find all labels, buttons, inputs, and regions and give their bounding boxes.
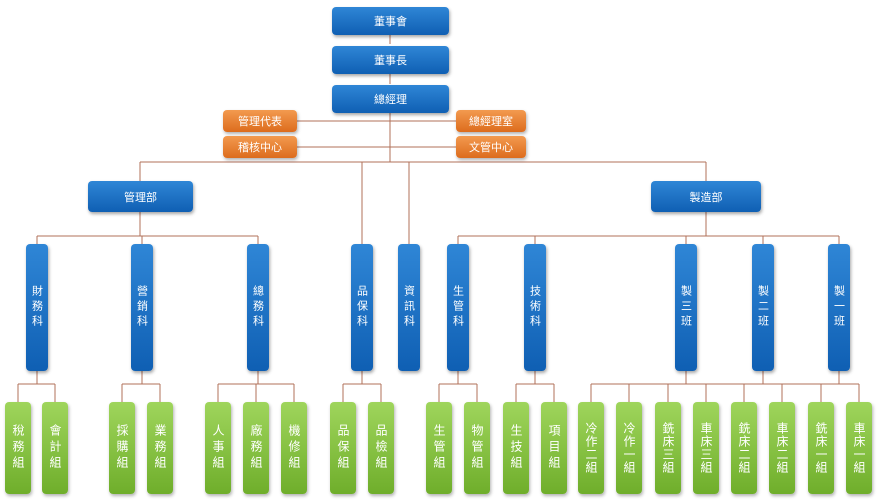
team1-section-box: 製一班	[828, 244, 850, 371]
qc-group-box: 品檢組	[368, 402, 394, 494]
team2-section-label: 製二班	[756, 285, 770, 330]
team3-section-label: 製三班	[679, 285, 693, 330]
cold-work-1-group-box: 冷作一組	[616, 402, 642, 494]
management-rep-box: 管理代表	[223, 110, 297, 132]
factory-affairs-group-label: 廠務組	[249, 424, 263, 472]
tax-group-box: 稅務組	[5, 402, 31, 494]
chairman-label: 董事長	[374, 54, 407, 67]
finance-section-label: 財務科	[30, 285, 44, 330]
it-section-label: 資訊科	[402, 285, 416, 330]
audit-center-box: 稽核中心	[223, 136, 297, 158]
team1-section-label: 製一班	[832, 285, 846, 330]
cold-work-2-group-label: 冷作二組	[584, 422, 598, 474]
technical-section-box: 技術科	[524, 244, 546, 371]
lathe-2-group-label: 車床二組	[775, 422, 789, 474]
accounting-group-box: 會計組	[42, 402, 68, 494]
manufacturing-division-box: 製造部	[651, 181, 761, 212]
milling-2-group-box: 銑床二組	[731, 402, 757, 494]
general-manager-box: 總經理	[332, 85, 449, 113]
materials-group-label: 物管組	[470, 424, 484, 472]
gm-office-label: 總經理室	[469, 115, 513, 128]
doc-center-box: 文管中心	[456, 136, 526, 158]
team3-section-box: 製三班	[675, 244, 697, 371]
tax-group-label: 稅務組	[11, 424, 25, 472]
doc-center-label: 文管中心	[469, 141, 513, 154]
qa-group-box: 品保組	[330, 402, 356, 494]
prod-mgmt-group-box: 生管組	[426, 402, 452, 494]
qa-group-label: 品保組	[336, 424, 350, 472]
audit-center-label: 稽核中心	[238, 141, 282, 154]
management-rep-label: 管理代表	[238, 115, 282, 128]
materials-group-box: 物管組	[464, 402, 490, 494]
maintenance-group-box: 機修組	[281, 402, 307, 494]
gm-office-box: 總經理室	[456, 110, 526, 132]
sales-section-label: 營銷科	[135, 285, 149, 330]
prod-tech-group-box: 生技組	[503, 402, 529, 494]
manufacturing-division-label: 製造部	[689, 190, 723, 204]
purchasing-group-box: 採購組	[109, 402, 135, 494]
team2-section-box: 製二班	[752, 244, 774, 371]
factory-affairs-group-box: 廠務組	[243, 402, 269, 494]
board-of-directors-box: 董事會	[332, 7, 449, 35]
lathe-1-group-box: 車床一組	[846, 402, 872, 494]
general-manager-label: 總經理	[374, 93, 407, 106]
milling-1-group-label: 銑床一組	[814, 422, 828, 474]
cold-work-2-group-box: 冷作二組	[578, 402, 604, 494]
milling-1-group-box: 銑床一組	[808, 402, 834, 494]
lathe-2-group-box: 車床二組	[769, 402, 795, 494]
accounting-group-label: 會計組	[48, 424, 62, 472]
milling-2-group-label: 銑床二組	[737, 422, 751, 474]
general-affairs-section-label: 總務科	[251, 285, 265, 330]
lathe-1-group-label: 車床一組	[852, 422, 866, 474]
milling-3-group-label: 銑床三組	[661, 422, 675, 474]
business-group-label: 業務組	[153, 424, 167, 472]
purchasing-group-label: 採購組	[115, 424, 129, 472]
management-division-label: 管理部	[124, 190, 157, 204]
quality-section-box: 品保科	[351, 244, 373, 371]
maintenance-group-label: 機修組	[287, 424, 301, 472]
technical-section-label: 技術科	[528, 285, 542, 330]
lathe-3-group-label: 車床三組	[699, 422, 713, 474]
chairman-box: 董事長	[332, 46, 449, 74]
board-label: 董事會	[374, 15, 407, 28]
sales-section-box: 營銷科	[131, 244, 153, 371]
production-control-section-label: 生管科	[451, 285, 465, 330]
prod-mgmt-group-label: 生管組	[432, 424, 446, 472]
milling-3-group-box: 銑床三組	[655, 402, 681, 494]
hr-group-label: 人事組	[211, 424, 225, 472]
cold-work-1-group-label: 冷作一組	[622, 422, 636, 474]
projects-group-box: 項目組	[541, 402, 567, 494]
projects-group-label: 項目組	[547, 424, 561, 472]
general-affairs-section-box: 總務科	[247, 244, 269, 371]
finance-section-box: 財務科	[26, 244, 48, 371]
qc-group-label: 品檢組	[374, 424, 388, 472]
business-group-box: 業務組	[147, 402, 173, 494]
prod-tech-group-label: 生技組	[509, 424, 523, 472]
it-section-box: 資訊科	[398, 244, 420, 371]
production-control-section-box: 生管科	[447, 244, 469, 371]
management-division-box: 管理部	[88, 181, 193, 212]
hr-group-box: 人事組	[205, 402, 231, 494]
quality-section-label: 品保科	[355, 285, 369, 330]
lathe-3-group-box: 車床三組	[693, 402, 719, 494]
